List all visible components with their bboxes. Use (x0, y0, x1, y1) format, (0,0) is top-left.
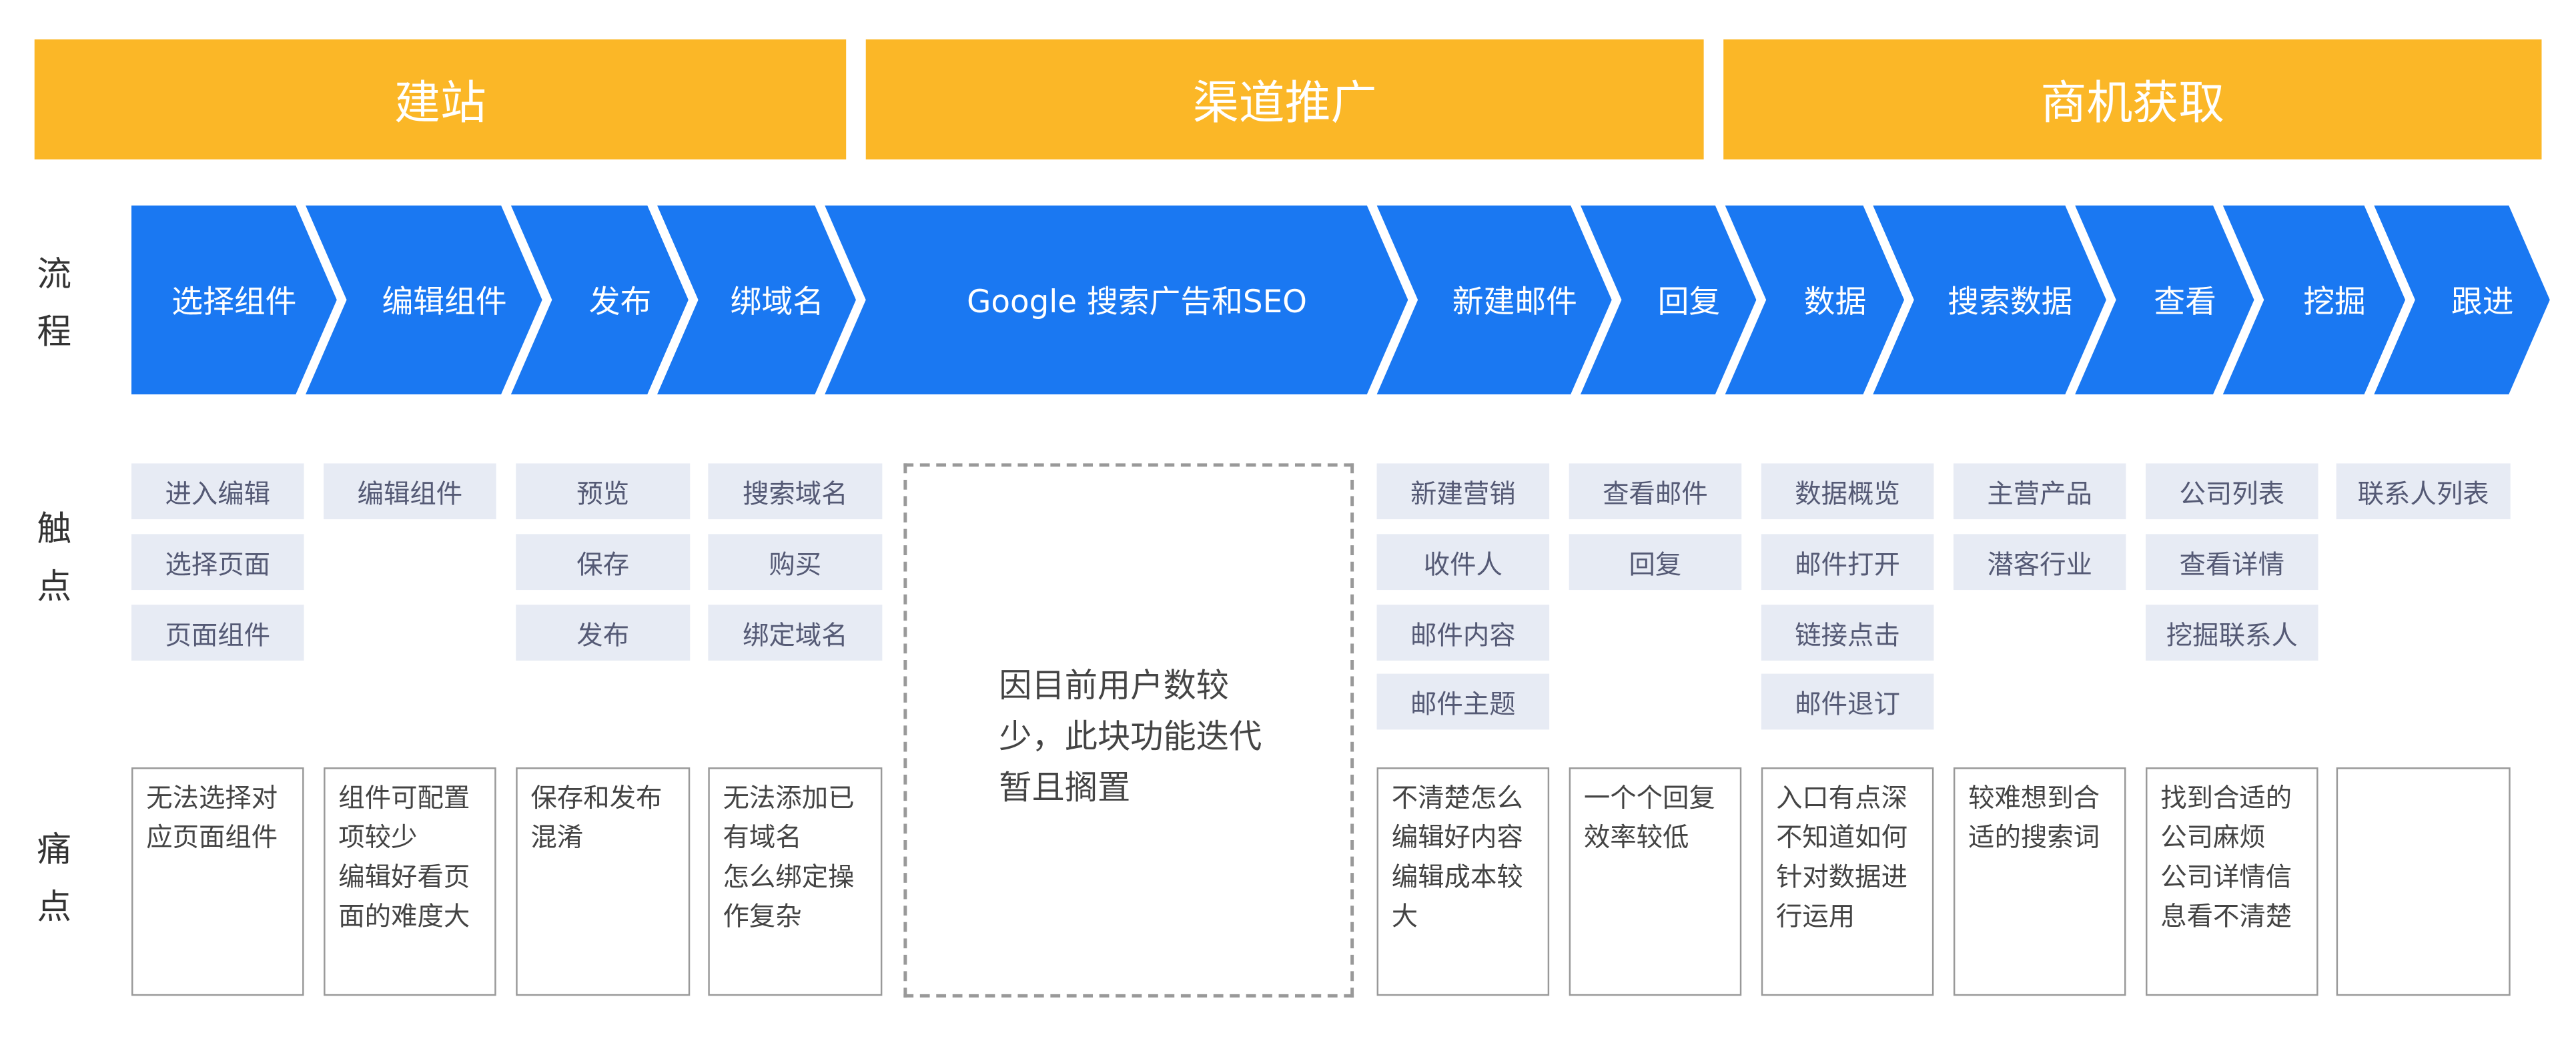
touchpoint-item: 主营产品 (1953, 463, 2126, 520)
pain-point-card: 入口有点深不知道如何针对数据进行运用 (1761, 767, 1934, 996)
flow-step: 选择组件 (131, 205, 337, 394)
row-label-flow: 流程 (37, 254, 72, 352)
touchpoint-item: 新建营销 (1376, 463, 1550, 520)
pain-point-card: 组件可配置项较少 编辑好看页面的难度大 (324, 767, 496, 996)
touchpoint-item: 邮件内容 (1376, 605, 1550, 661)
touchpoint-item: 进入编辑 (131, 463, 304, 520)
flow-step: 新建邮件 (1376, 205, 1612, 394)
pain-point-card: 无法添加已有域名 怎么绑定操作复杂 (708, 767, 883, 996)
pain-point-card: 找到合适的公司麻烦 公司详情信息看不清楚 (2146, 767, 2318, 996)
touchpoint-item: 联系人列表 (2336, 463, 2511, 520)
pain-point-card: 一个个回复效率较低 (1569, 767, 1742, 996)
flow-step: 数据 (1725, 205, 1905, 394)
touchpoint-item: 邮件打开 (1761, 534, 1934, 591)
touchpoint-item: 预览 (516, 463, 691, 520)
phase-lead-acquisition: 商机获取 (1723, 39, 2542, 159)
touchpoint-item: 购买 (708, 534, 883, 591)
seo-note: 因目前用户数较少，此块功能迭代暂且搁置 (999, 665, 1262, 807)
touchpoint-item: 公司列表 (2146, 463, 2318, 520)
flow-step: 编辑组件 (306, 205, 542, 394)
touchpoint-item: 查看邮件 (1569, 463, 1742, 520)
row-label-touchpoints: 触点 (37, 509, 72, 607)
touchpoint-item: 查看详情 (2146, 534, 2318, 591)
touchpoint-item: 回复 (1569, 534, 1742, 591)
flow-step: 绑域名 (657, 205, 856, 394)
touchpoint-item: 页面组件 (131, 605, 304, 661)
touchpoint-item: 搜索域名 (708, 463, 883, 520)
touchpoint-item: 邮件主题 (1376, 673, 1550, 730)
touchpoint-item: 链接点击 (1761, 605, 1934, 661)
flow-step: 搜索数据 (1873, 205, 2106, 394)
pain-point-card: 无法选择对应页面组件 (131, 767, 304, 996)
touchpoint-item: 邮件退订 (1761, 673, 1934, 730)
phase-site-building: 建站 (34, 39, 847, 159)
touchpoint-item: 选择页面 (131, 534, 304, 591)
touchpoint-item: 发布 (516, 605, 691, 661)
touchpoint-item: 挖掘联系人 (2146, 605, 2318, 661)
touchpoint-item: 数据概览 (1761, 463, 1934, 520)
row-label-pain-points: 痛点 (37, 829, 72, 927)
touchpoint-item: 潜客行业 (1953, 534, 2126, 591)
pain-point-card (2336, 767, 2511, 996)
seo-placeholder-box: 因目前用户数较少，此块功能迭代暂且搁置 (903, 463, 1354, 998)
flow-step: Google 搜索广告和SEO (825, 205, 1408, 394)
touchpoint-item: 编辑组件 (324, 463, 496, 520)
pain-point-card: 不清楚怎么编辑好内容编辑成本较大 (1376, 767, 1550, 996)
touchpoint-item: 保存 (516, 534, 691, 591)
pain-point-card: 较难想到合适的搜索词 (1953, 767, 2126, 996)
phase-channel-promotion: 渠道推广 (865, 39, 1704, 159)
pain-point-card: 保存和发布混淆 (516, 767, 691, 996)
touchpoint-item: 绑定域名 (708, 605, 883, 661)
touchpoint-item: 收件人 (1376, 534, 1550, 591)
